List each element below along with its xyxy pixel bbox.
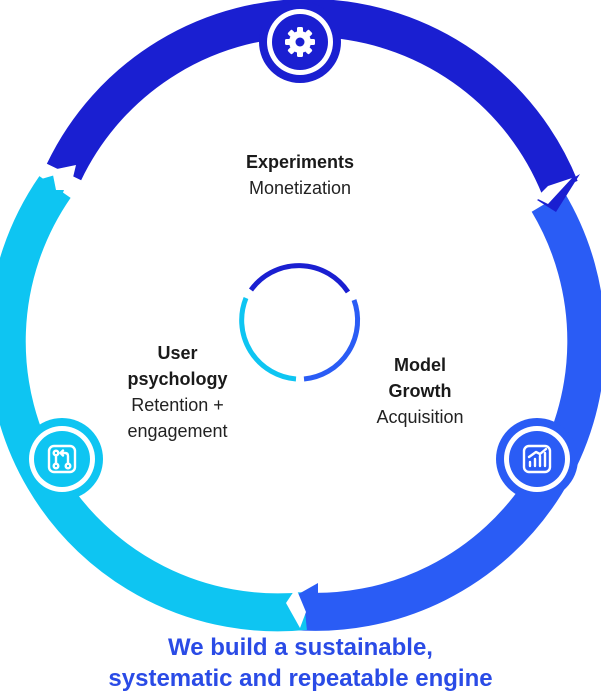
user-psychology-subtitle-line2: engagement bbox=[127, 421, 228, 441]
experiments-title: Experiments bbox=[245, 152, 355, 172]
growth-chart-icon bbox=[522, 444, 552, 474]
inner-ring-segment-mid bbox=[303, 299, 361, 382]
ring-gap-right bbox=[536, 178, 572, 204]
inner-ring-segment-light bbox=[239, 297, 297, 382]
pull-request-badge bbox=[21, 418, 103, 500]
git-pull-request-icon bbox=[47, 444, 77, 474]
gear-icon bbox=[285, 27, 315, 57]
user-psychology-title-line1: User bbox=[157, 343, 198, 363]
ring-gaps bbox=[52, 165, 572, 628]
model-growth-title-line1: Model bbox=[394, 355, 446, 375]
ring-gap-left bbox=[52, 165, 76, 190]
tagline: We build a sustainable, systematic and r… bbox=[0, 632, 601, 694]
tagline-line1: We build a sustainable, bbox=[168, 634, 433, 661]
model-growth-subtitle: Acquisition bbox=[376, 407, 464, 427]
inner-ring-segment-dark bbox=[248, 263, 351, 294]
arrowhead-growth bbox=[288, 583, 318, 622]
model-growth-title-line2: Growth bbox=[388, 381, 452, 401]
inner-cycle-ring bbox=[239, 263, 361, 382]
model-growth-label: Model Growth Acquisition bbox=[345, 352, 495, 430]
user-psychology-label: User psychology Retention + engagement bbox=[95, 340, 260, 444]
ring-gap-bottom bbox=[286, 588, 306, 628]
user-psychology-title-line2: psychology bbox=[127, 369, 228, 389]
tagline-line2: systematic and repeatable engine bbox=[108, 665, 493, 692]
experiments-subtitle: Monetization bbox=[248, 178, 352, 198]
experiments-label: Experiments Monetization bbox=[200, 149, 400, 201]
growth-badge bbox=[496, 418, 578, 500]
gear-badge bbox=[259, 1, 341, 83]
user-psychology-subtitle-line1: Retention + bbox=[131, 395, 224, 415]
outer-cycle-ring bbox=[0, 0, 601, 632]
